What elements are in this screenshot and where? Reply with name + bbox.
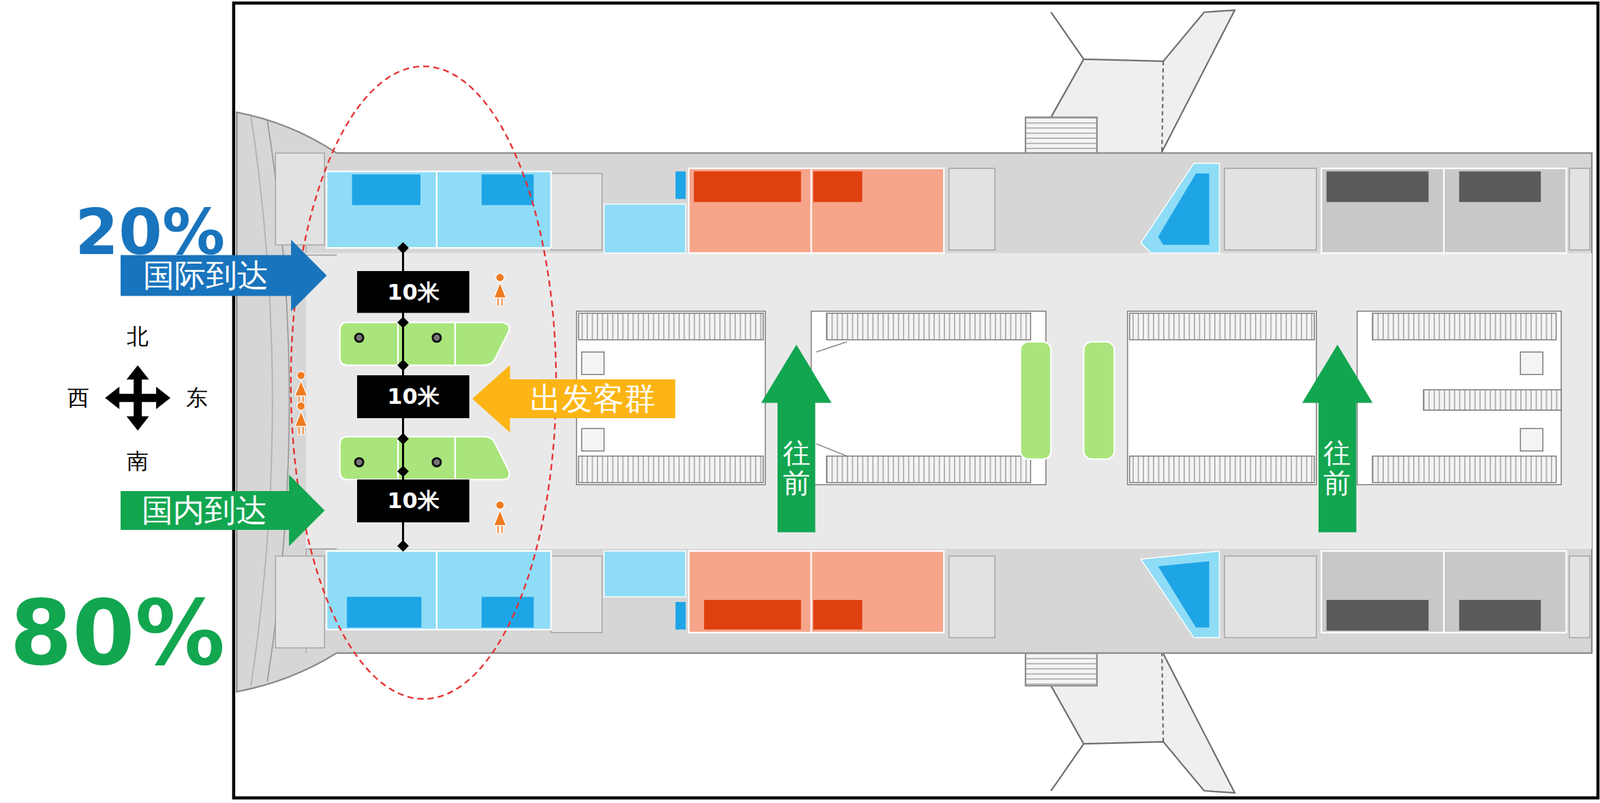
- dimension-box: 10米: [357, 479, 470, 523]
- text-area: 往前: [777, 403, 815, 533]
- node-outline: [357, 375, 470, 419]
- node-outline: [472, 365, 676, 433]
- text-area: 10米: [357, 271, 470, 313]
- concourse-floor: [305, 253, 1592, 550]
- escalator-bay: [576, 311, 1562, 486]
- vertical-label: 往前: [1323, 438, 1351, 499]
- compass-label: 南: [126, 450, 149, 473]
- text-area: 国内到达: [120, 491, 289, 531]
- forward-arrow: 往前: [1302, 344, 1373, 533]
- terminal-outline: [236, 112, 1592, 693]
- green-island: [340, 322, 1115, 480]
- arrival-arrow: 国内到达: [120, 474, 325, 547]
- node-outline: [357, 479, 470, 523]
- arrow-label: 国内到达: [141, 492, 268, 529]
- text-area: 10米: [357, 479, 470, 523]
- dimension-box: 10米: [357, 271, 470, 313]
- text-area: 10米: [357, 375, 470, 419]
- compass-label: 东: [186, 387, 208, 409]
- text-area: 往前: [1318, 403, 1357, 533]
- dimension-box: 10米: [357, 375, 470, 419]
- node-outline: [1302, 344, 1373, 533]
- compass-label: 北: [126, 325, 149, 348]
- arrow-label: 10米: [387, 384, 440, 410]
- arrow-label: 出发客群: [530, 380, 656, 418]
- compass: [104, 365, 171, 431]
- blue-shop: [326, 163, 1220, 639]
- arrow-label: 10米: [387, 488, 440, 514]
- percent-label: 20%: [74, 201, 225, 265]
- vertical-label: 往前: [782, 438, 811, 499]
- compass-label: 西: [67, 387, 90, 409]
- node-outline: [120, 474, 325, 547]
- node-outline: [761, 344, 832, 533]
- percent-label: 80%: [9, 588, 225, 679]
- arrow-label: 10米: [387, 280, 440, 306]
- text-area: 出发客群: [510, 379, 676, 419]
- node-outline: [357, 271, 470, 313]
- forward-arrow: 往前: [761, 344, 832, 533]
- frame: [233, 2, 1598, 798]
- departure-arrow: 出发客群: [472, 365, 676, 433]
